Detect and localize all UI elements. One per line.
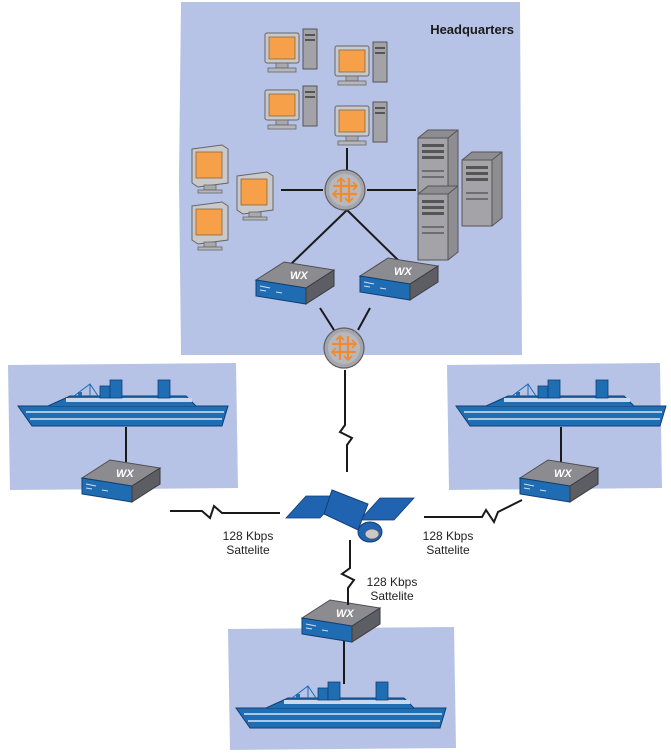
wx-label: WX — [290, 270, 308, 282]
headquarters-title: Headquarters — [430, 22, 514, 37]
ship-links — [125, 427, 562, 684]
server-icon — [461, 151, 503, 227]
wx-appliance-hq-left: WX — [255, 261, 335, 305]
link-label-right: 128 Kbps Sattelite — [408, 529, 488, 557]
hq-links — [281, 148, 416, 331]
wx-label: WX — [394, 266, 412, 278]
link-medium: Sattelite — [426, 543, 470, 557]
wx-label: WX — [336, 608, 354, 620]
link-label-bottom: 128 Kbps Sattelite — [352, 575, 432, 603]
left-ship-satellite-link — [170, 504, 280, 520]
wx-appliance-ship-bottom: WX — [301, 599, 381, 643]
link-label-left: 128 Kbps Sattelite — [208, 529, 288, 557]
wx-appliance-ship-left: WX — [81, 459, 161, 503]
wx-label: WX — [116, 468, 134, 480]
satellite-icon — [285, 489, 415, 543]
right-ship-satellite-link — [424, 499, 523, 525]
link-speed: 128 Kbps — [422, 529, 474, 543]
bottom-ship-satellite-link — [340, 540, 356, 605]
link-medium: Sattelite — [226, 543, 270, 557]
wx-appliance-hq-right: WX — [359, 257, 439, 301]
wx-label: WX — [554, 468, 572, 480]
satellite-links — [170, 370, 523, 605]
core-router-icon — [323, 168, 367, 212]
link-medium: Sattelite — [370, 589, 414, 603]
edge-router-icon — [322, 326, 366, 370]
link-speed: 128 Kbps — [222, 529, 274, 543]
link-speed: 128 Kbps — [366, 575, 418, 589]
server-icon — [417, 185, 459, 261]
ship-site-bottom — [228, 627, 456, 750]
wx-appliance-ship-right: WX — [519, 459, 599, 503]
hq-satellite-link — [338, 370, 354, 472]
